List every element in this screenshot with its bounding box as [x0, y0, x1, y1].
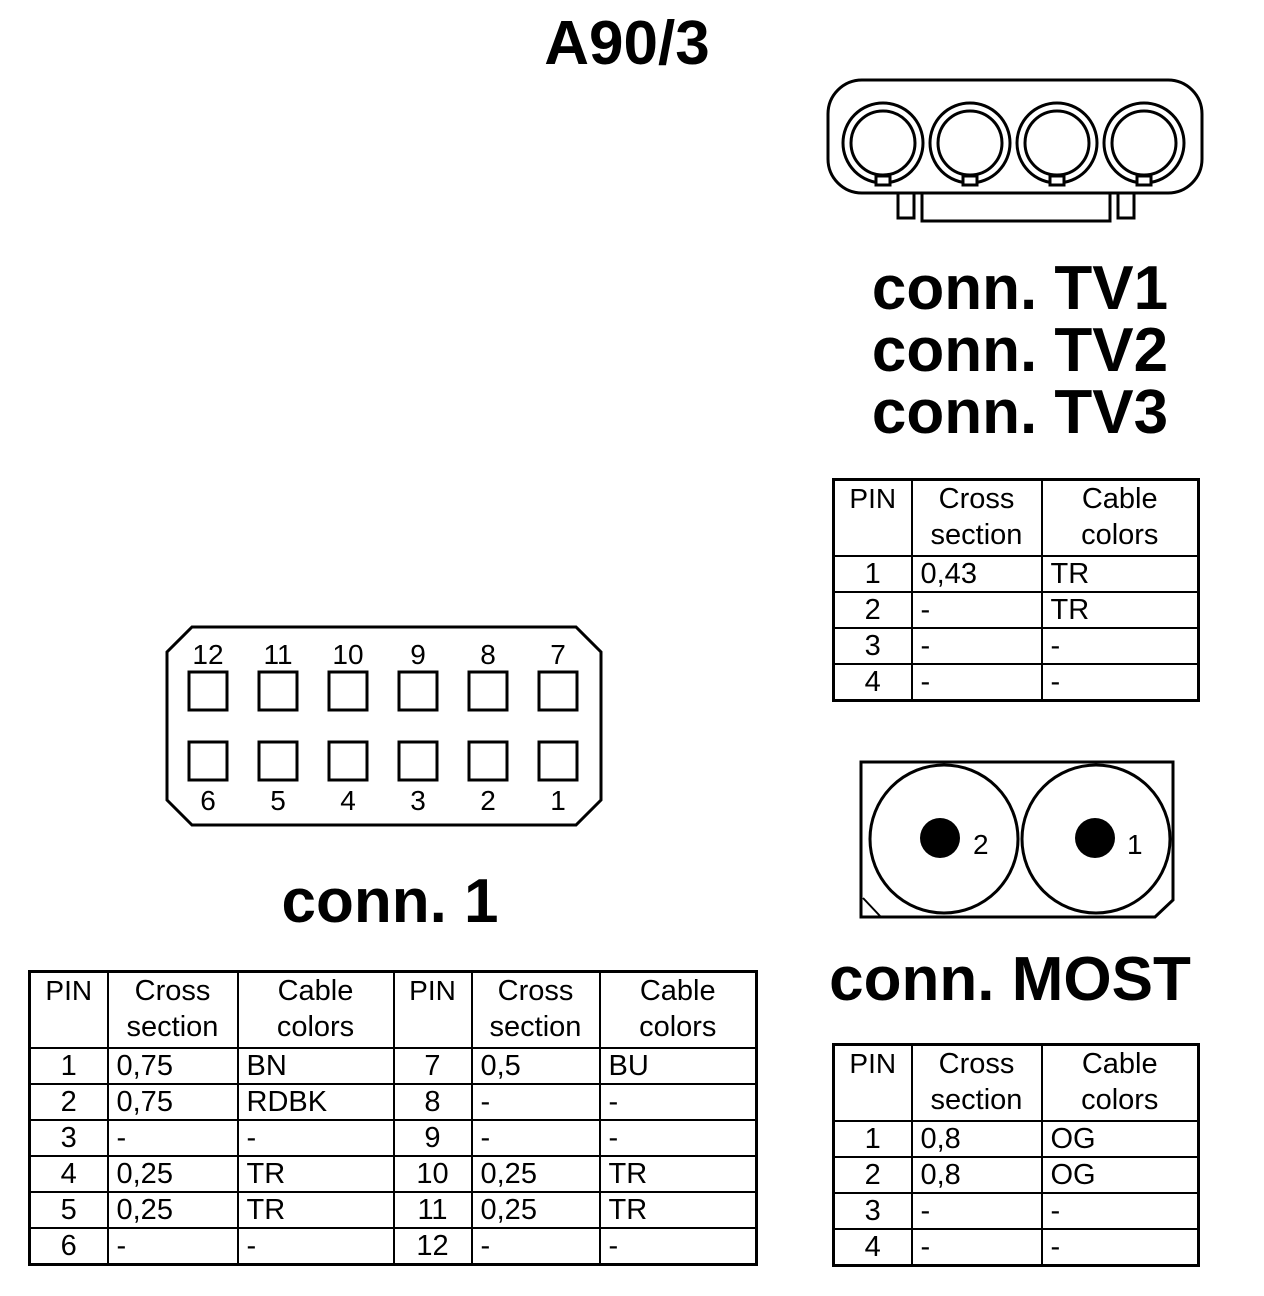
conn1-pin-table: PIN Cross section Cable colors PIN Cross… [28, 970, 758, 1266]
most-pin-2 [920, 818, 960, 858]
most-pin-1 [1075, 818, 1115, 858]
cable-colors-header: Cable colors [236, 970, 395, 1049]
cross-section-header: Cross section [910, 1043, 1043, 1122]
table-row: 1 0,75 BN 7 0,5 BU [28, 1047, 758, 1085]
pin-header: PIN [28, 970, 109, 1049]
table-row: 5 0,25 TR 11 0,25 TR [28, 1191, 758, 1229]
conn1-pin-6 [187, 740, 229, 782]
conn1-pin-3 [397, 740, 439, 782]
conn1-label-10: 10 [332, 639, 363, 670]
cross-section-header: Cross section [910, 478, 1043, 557]
table-row: 3 - - [832, 627, 1200, 665]
tv-connector-tab-right [1116, 191, 1136, 220]
tv-connector-base [920, 191, 1112, 223]
table-row: 2 - TR [832, 591, 1200, 629]
tv-pin-table: PIN Cross section Cable colors 1 0,43 TR… [832, 478, 1200, 702]
table-header-row: PIN Cross section Cable colors [832, 1043, 1200, 1122]
tv-connector-tab-left [896, 191, 916, 220]
conn1-pin-10 [327, 670, 369, 712]
cable-colors-header: Cable colors [1040, 478, 1200, 557]
table-header-row: PIN Cross section Cable colors PIN Cross… [28, 970, 758, 1049]
table-row: 4 - - [832, 1228, 1200, 1267]
cable-colors-header-2: Cable colors [598, 970, 758, 1049]
table-row: 2 0,75 RDBK 8 - - [28, 1083, 758, 1121]
conn1-drawing: 12 11 10 9 8 7 6 5 4 3 2 1 [165, 625, 603, 827]
pin-header-2: PIN [392, 970, 473, 1049]
most-label-1: 1 [1127, 829, 1143, 860]
tv-connector-drawing [826, 78, 1204, 223]
table-row: 4 - - [832, 663, 1200, 702]
tv-socket-3 [1015, 101, 1099, 187]
table-row: 1 0,43 TR [832, 555, 1200, 593]
conn1-label-2: 2 [480, 785, 496, 816]
cross-section-header: Cross section [106, 970, 239, 1049]
table-header-row: PIN Cross section Cable colors [832, 478, 1200, 557]
most-socket-1 [1020, 763, 1172, 915]
most-pin-table: PIN Cross section Cable colors 1 0,8 OG … [832, 1043, 1200, 1267]
cross-section-header-2: Cross section [470, 970, 601, 1049]
table-row: 4 0,25 TR 10 0,25 TR [28, 1155, 758, 1193]
conn1-title: conn. 1 [281, 867, 499, 936]
conn1-label-3: 3 [410, 785, 426, 816]
most-connector-housing [859, 760, 1175, 919]
conn1-pin-1 [537, 740, 579, 782]
pin-header: PIN [832, 1043, 913, 1122]
most-label-2: 2 [973, 829, 989, 860]
table-row: 6 - - 12 - - [28, 1227, 758, 1266]
cable-colors-header: Cable colors [1040, 1043, 1200, 1122]
conn1-label-11: 11 [263, 639, 292, 670]
table-row: 1 0,8 OG [832, 1120, 1200, 1158]
conn1-pin-11 [257, 670, 299, 712]
conn1-pin-7 [537, 670, 579, 712]
tv3-title: conn. TV3 [871, 378, 1169, 447]
conn1-pin-2 [467, 740, 509, 782]
tv-socket-1 [841, 101, 925, 187]
conn1-pin-5 [257, 740, 299, 782]
conn1-pin-9 [397, 670, 439, 712]
most-title: conn. MOST [829, 945, 1191, 1014]
page-title: A90/3 [544, 9, 710, 78]
conn1-label-1: 1 [550, 785, 566, 816]
conn1-label-7: 7 [550, 639, 566, 670]
conn1-label-12: 12 [192, 639, 223, 670]
table-row: 3 - - [832, 1192, 1200, 1230]
table-row: 3 - - 9 - - [28, 1119, 758, 1157]
tv1-title: conn. TV1 [871, 254, 1169, 323]
conn1-pin-4 [327, 740, 369, 782]
conn1-pin-12 [187, 670, 229, 712]
tv-socket-2 [928, 101, 1012, 187]
pin-header: PIN [832, 478, 913, 557]
conn1-label-4: 4 [340, 785, 356, 816]
tv-socket-4 [1102, 101, 1186, 187]
most-socket-2 [868, 763, 1020, 915]
tv-connector-titles: conn. TV1 conn. TV2 conn. TV3 [820, 258, 1220, 444]
conn1-label-6: 6 [200, 785, 216, 816]
conn1-housing [165, 625, 603, 827]
conn1-label-5: 5 [270, 785, 286, 816]
conn1-label-9: 9 [410, 639, 426, 670]
table-row: 2 0,8 OG [832, 1156, 1200, 1194]
tv2-title: conn. TV2 [871, 316, 1169, 385]
conn1-pin-8 [467, 670, 509, 712]
conn1-label-8: 8 [480, 639, 496, 670]
most-connector-drawing: 2 1 [859, 760, 1175, 919]
